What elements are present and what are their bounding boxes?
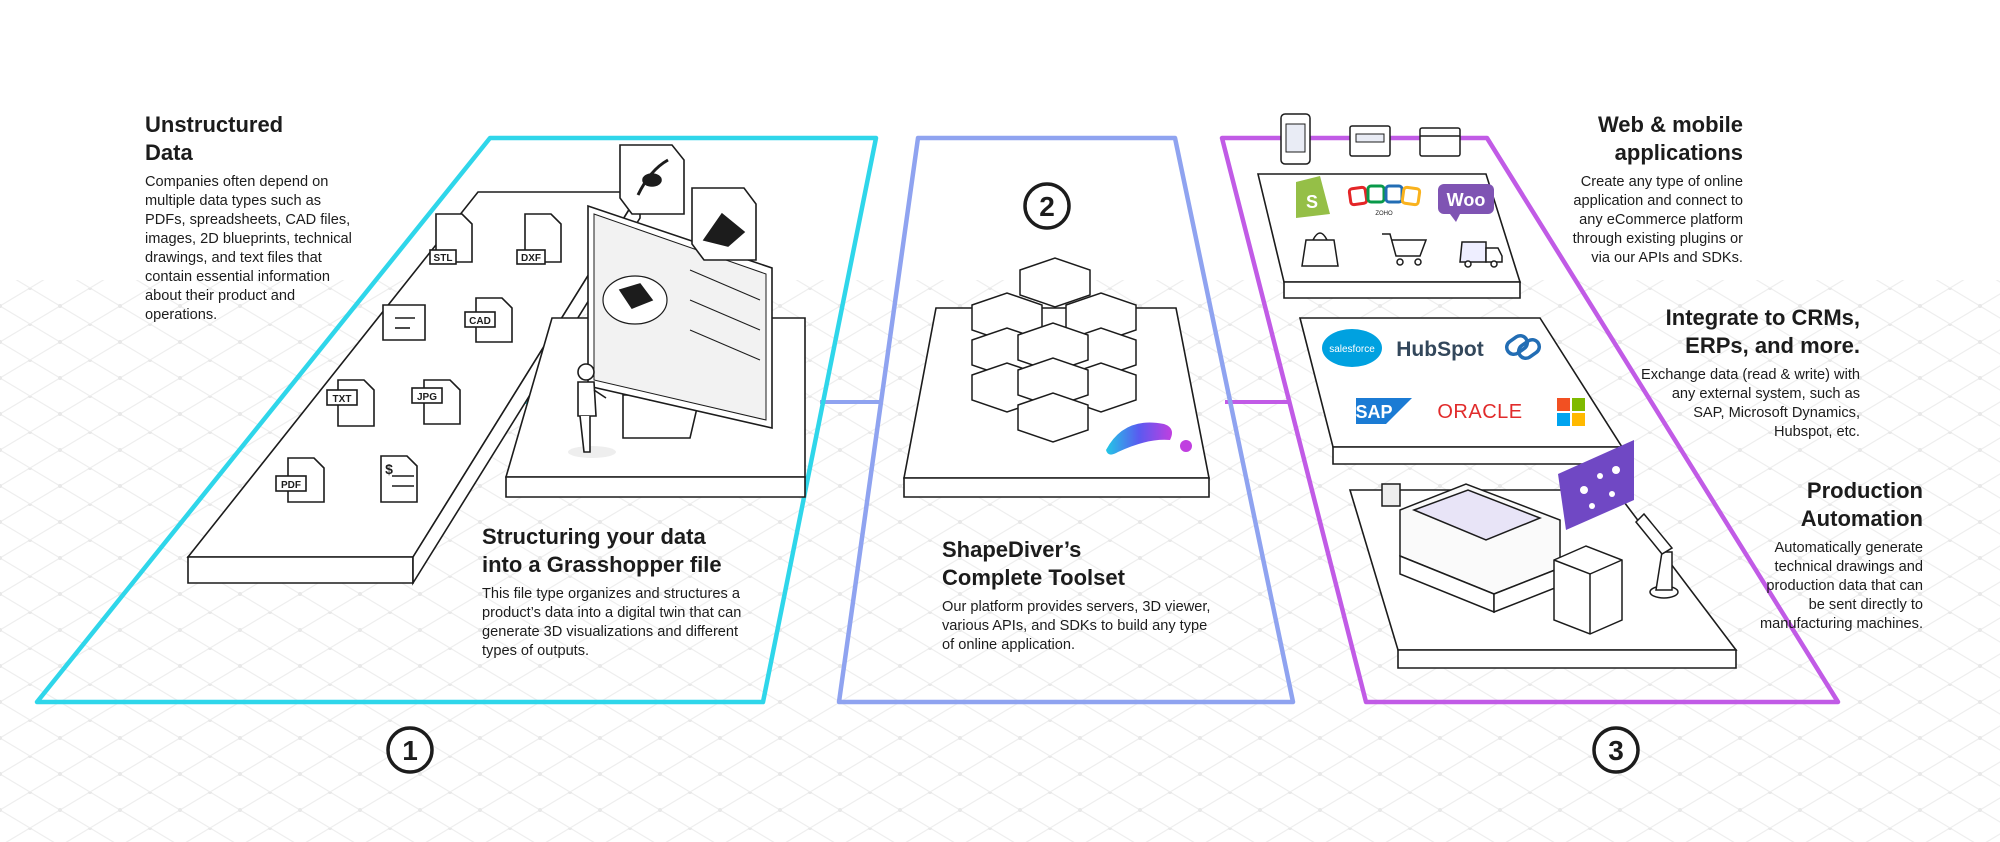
step-number-1: 1 <box>402 735 418 766</box>
sap-logo <box>1356 398 1412 424</box>
phone-icon <box>1280 113 1311 165</box>
delivery-truck-icon <box>1459 241 1503 268</box>
dxf-file-icon <box>516 213 562 265</box>
dxf-label: DXF <box>521 253 541 264</box>
step-circle-2 <box>1023 182 1071 230</box>
browser-window-icon <box>1419 127 1461 157</box>
block-production: Production Automation Automatically gene… <box>1755 477 1923 634</box>
stl-label: STL <box>434 253 453 264</box>
txt-file-icon <box>326 379 375 427</box>
file-icons <box>275 213 562 503</box>
robot-arm-icon <box>1634 512 1679 599</box>
person-icon <box>568 363 616 458</box>
web-title-1: Web & mobile <box>1597 112 1743 137</box>
browser-card-icon <box>1349 125 1391 157</box>
frame-2 <box>836 135 1296 705</box>
jpg-file-icon <box>411 379 461 425</box>
jpg-label: JPG <box>417 392 437 403</box>
salesforce-label: salesforce <box>1329 344 1375 355</box>
step-number-2: 2 <box>1039 191 1055 222</box>
purple-panel-icon <box>1558 440 1634 530</box>
block-crm: Integrate to CRMs, ERPs, and more. Excha… <box>1640 304 1860 442</box>
3d-printer-icon <box>1553 545 1623 635</box>
zoho-chain-icon <box>1504 333 1542 361</box>
cart-icon <box>1382 233 1428 266</box>
shopping-bag-icon <box>1301 232 1339 267</box>
block-toolset: ShapeDiver’s Complete Toolset Our platfo… <box>942 536 1222 655</box>
frame-3 <box>1219 135 1841 705</box>
web-title-2: applications <box>1614 140 1743 165</box>
dollar-label: $ <box>385 461 393 477</box>
crm-title-1: Integrate to CRMs, <box>1665 305 1860 330</box>
pdf-file-icon <box>275 457 325 503</box>
unstructured-title-1: Unstructured <box>145 112 284 137</box>
production-title-2: Automation <box>1800 506 1923 531</box>
hubspot-label: HubSpot <box>1396 338 1483 361</box>
oracle-label: ORACLE <box>1437 401 1522 423</box>
sap-label: SAP <box>1355 402 1392 422</box>
block-unstructured: Unstructured Data Companies often depend… <box>145 111 365 325</box>
pdf-label: PDF <box>281 480 301 491</box>
structuring-body: This file type organizes and structures … <box>482 586 742 659</box>
step-number-3: 3 <box>1608 735 1624 766</box>
monitor-icon <box>587 204 773 439</box>
structuring-title-1: Structuring your data <box>482 524 706 549</box>
structuring-title-2: into a Grasshopper file <box>482 552 722 577</box>
toolset-title-1: ShapeDiver’s <box>942 537 1082 562</box>
server-stack-icon <box>971 257 1137 443</box>
zoho-logo <box>1347 184 1422 207</box>
production-title-1: Production <box>1806 478 1923 503</box>
rhino-icon <box>691 187 757 261</box>
woo-logo <box>1438 184 1494 222</box>
zoho-label: ZOHO <box>1375 211 1393 217</box>
txt-label: TXT <box>333 394 352 405</box>
grasshopper-icon <box>619 144 685 215</box>
blueprint-icon <box>382 304 426 341</box>
crm-title-2: ERPs, and more. <box>1685 333 1860 358</box>
toolset-body: Our platform provides servers, 3D viewer… <box>942 599 1211 653</box>
step-circle-1 <box>386 726 434 774</box>
crm-body: Exchange data (read & write) with any ex… <box>1640 367 1860 440</box>
block-structuring: Structuring your data into a Grasshopper… <box>482 523 742 661</box>
step-circle-3 <box>1592 726 1640 774</box>
cad-label: CAD <box>469 316 491 327</box>
microsoft-logo-icon <box>1557 398 1585 426</box>
production-body: Automatically generate technical drawing… <box>1759 540 1923 632</box>
stl-file-icon <box>429 213 473 265</box>
salesforce-logo <box>1322 329 1382 367</box>
block-web: Web & mobile applications Create any typ… <box>1550 111 1743 268</box>
frame-1 <box>34 135 879 705</box>
shopify-icon: S <box>1296 176 1330 218</box>
toolset-title-2: Complete Toolset <box>942 565 1125 590</box>
unstructured-title-2: Data <box>145 140 193 165</box>
web-body: Create any type of online application an… <box>1572 174 1743 266</box>
svg-text:S: S <box>1306 192 1318 212</box>
shapediver-logo-icon <box>1106 422 1192 455</box>
cad-file-icon <box>464 297 513 343</box>
spreadsheet-icon <box>380 455 418 503</box>
woo-label: Woo <box>1447 190 1486 210</box>
unstructured-body: Companies often depend on multiple data … <box>145 174 352 323</box>
